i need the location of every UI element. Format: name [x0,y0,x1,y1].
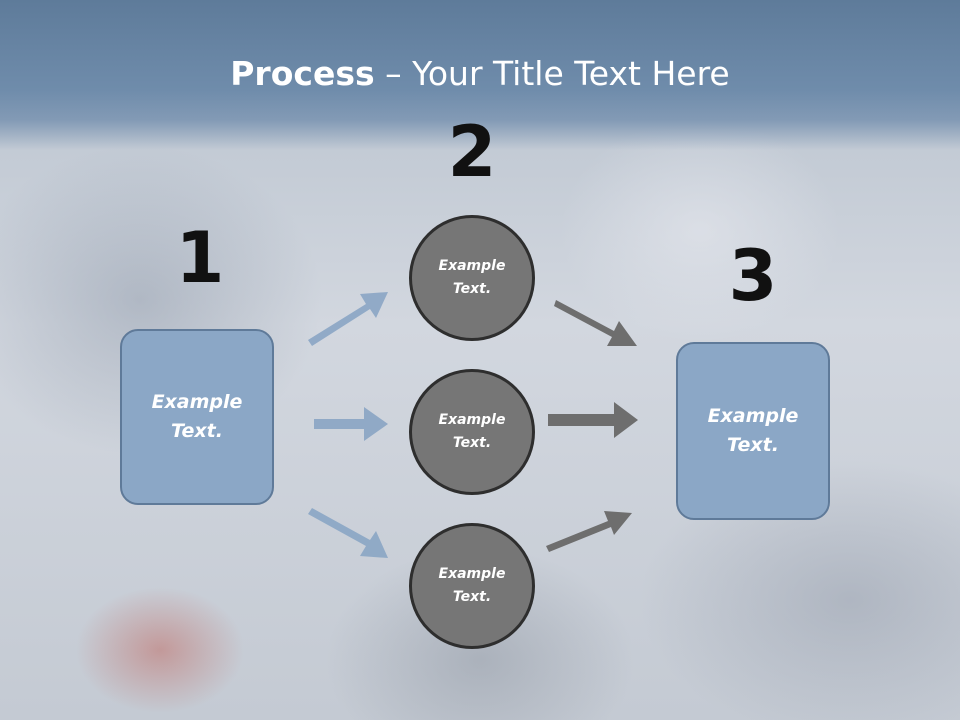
circle-bottom: Example Text. [409,523,535,649]
slide-title: Process – Your Title Text Here [0,52,960,96]
right-process-box: Example Text. [676,342,830,520]
arrow-middle-to-right [548,402,638,438]
arrow-left-to-bottom [308,508,388,558]
circle-middle: Example Text. [409,369,535,495]
circle-top: Example Text. [409,215,535,341]
step-number-1: 1 [175,217,225,299]
arrow-left-to-top [308,292,388,346]
arrow-bottom-to-right [546,511,632,552]
arrow-top-to-right [554,300,637,346]
step-number-2: 2 [447,111,497,193]
step-number-3: 3 [728,235,778,317]
arrow-left-to-middle [314,407,388,441]
left-process-box: Example Text. [120,329,274,505]
title-band [0,0,960,150]
title-rest: – Your Title Text Here [374,54,730,93]
title-bold: Process [230,54,375,93]
